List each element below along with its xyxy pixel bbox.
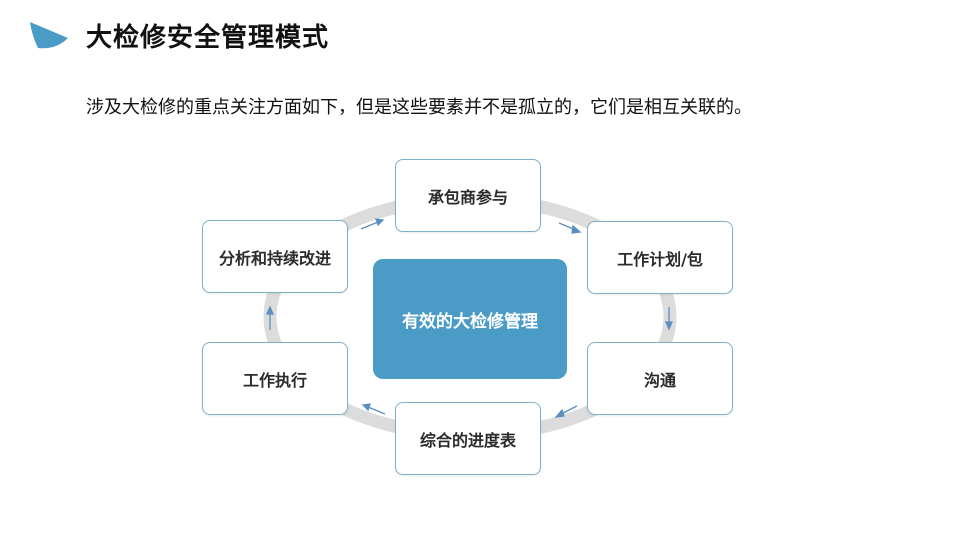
node-execution: 工作执行 <box>202 342 348 415</box>
arrow-execution-to-analysis <box>266 305 274 330</box>
arrow-contractor-to-plan <box>558 222 582 234</box>
intro-text: 涉及大检修的重点关注方面如下，但是这些要素并不是孤立的，它们是相互关联的。 <box>86 97 752 118</box>
logo-mark <box>30 22 68 49</box>
flow-arrows <box>266 218 673 418</box>
center-node: 有效的大检修管理 <box>373 259 567 379</box>
node-schedule: 综合的进度表 <box>395 402 541 475</box>
node-contractor: 承包商参与 <box>395 159 541 232</box>
node-analysis: 分析和持续改进 <box>202 220 348 293</box>
node-communication: 沟通 <box>587 342 733 415</box>
node-work-plan: 工作计划/包 <box>587 221 733 294</box>
arrow-schedule-to-execution <box>361 403 386 415</box>
arrow-analysis-to-contractor <box>360 218 385 230</box>
arrow-communication-to-schedule <box>554 405 578 418</box>
arrow-plan-to-communication <box>665 307 673 331</box>
slide-title: 大检修安全管理模式 <box>86 23 330 53</box>
